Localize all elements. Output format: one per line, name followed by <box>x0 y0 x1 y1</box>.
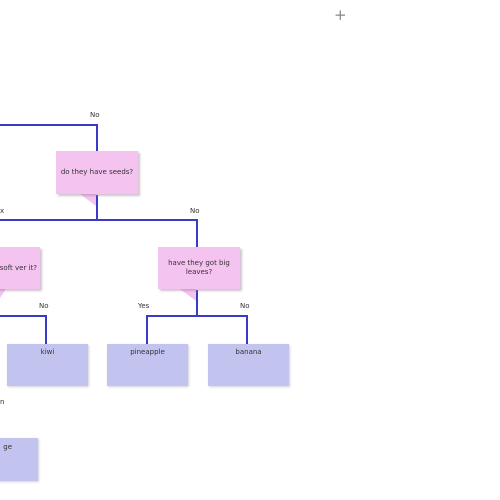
label-leaves-no: No <box>240 302 250 310</box>
connector-top <box>0 124 98 152</box>
label-seeds-no: No <box>190 207 200 215</box>
leaves-bubble-tail <box>180 289 196 301</box>
soft-bubble-tail <box>0 289 6 298</box>
question-big-leaves[interactable]: have they got big leaves? <box>158 247 240 289</box>
connector-soft-split <box>0 315 47 344</box>
leaf-banana-text: banana <box>235 348 262 356</box>
leaf-pineapple[interactable]: pineapple <box>107 344 188 386</box>
label-bottom-partial: n <box>0 398 5 406</box>
question-seeds[interactable]: do they have seeds? <box>56 151 138 194</box>
label-soft-no: No <box>39 302 49 310</box>
leaf-bottom-partial[interactable]: ge <box>0 438 38 481</box>
seeds-bubble-tail <box>80 194 96 206</box>
question-soft-cover[interactable]: got soft ver it? <box>0 247 40 289</box>
leaf-bottom-partial-text: ge <box>3 443 12 451</box>
question-seeds-text: do they have seeds? <box>60 168 134 176</box>
crosshair-cursor-icon: + <box>334 6 347 24</box>
label-seeds-yes-partial: x <box>0 207 5 215</box>
label-leaves-yes: Yes <box>138 302 150 310</box>
leaf-pineapple-text: pineapple <box>130 348 165 356</box>
label-top-no: No <box>90 111 100 119</box>
leaf-kiwi-text: kiwi <box>40 348 55 356</box>
connector-seeds-split <box>0 219 198 248</box>
question-soft-cover-text: got soft ver it? <box>0 263 37 272</box>
leaf-kiwi[interactable]: kiwi <box>7 344 88 386</box>
leaf-banana[interactable]: banana <box>208 344 289 386</box>
question-big-leaves-text: have they got big leaves? <box>168 259 230 276</box>
connector-leaves-split <box>146 315 248 344</box>
